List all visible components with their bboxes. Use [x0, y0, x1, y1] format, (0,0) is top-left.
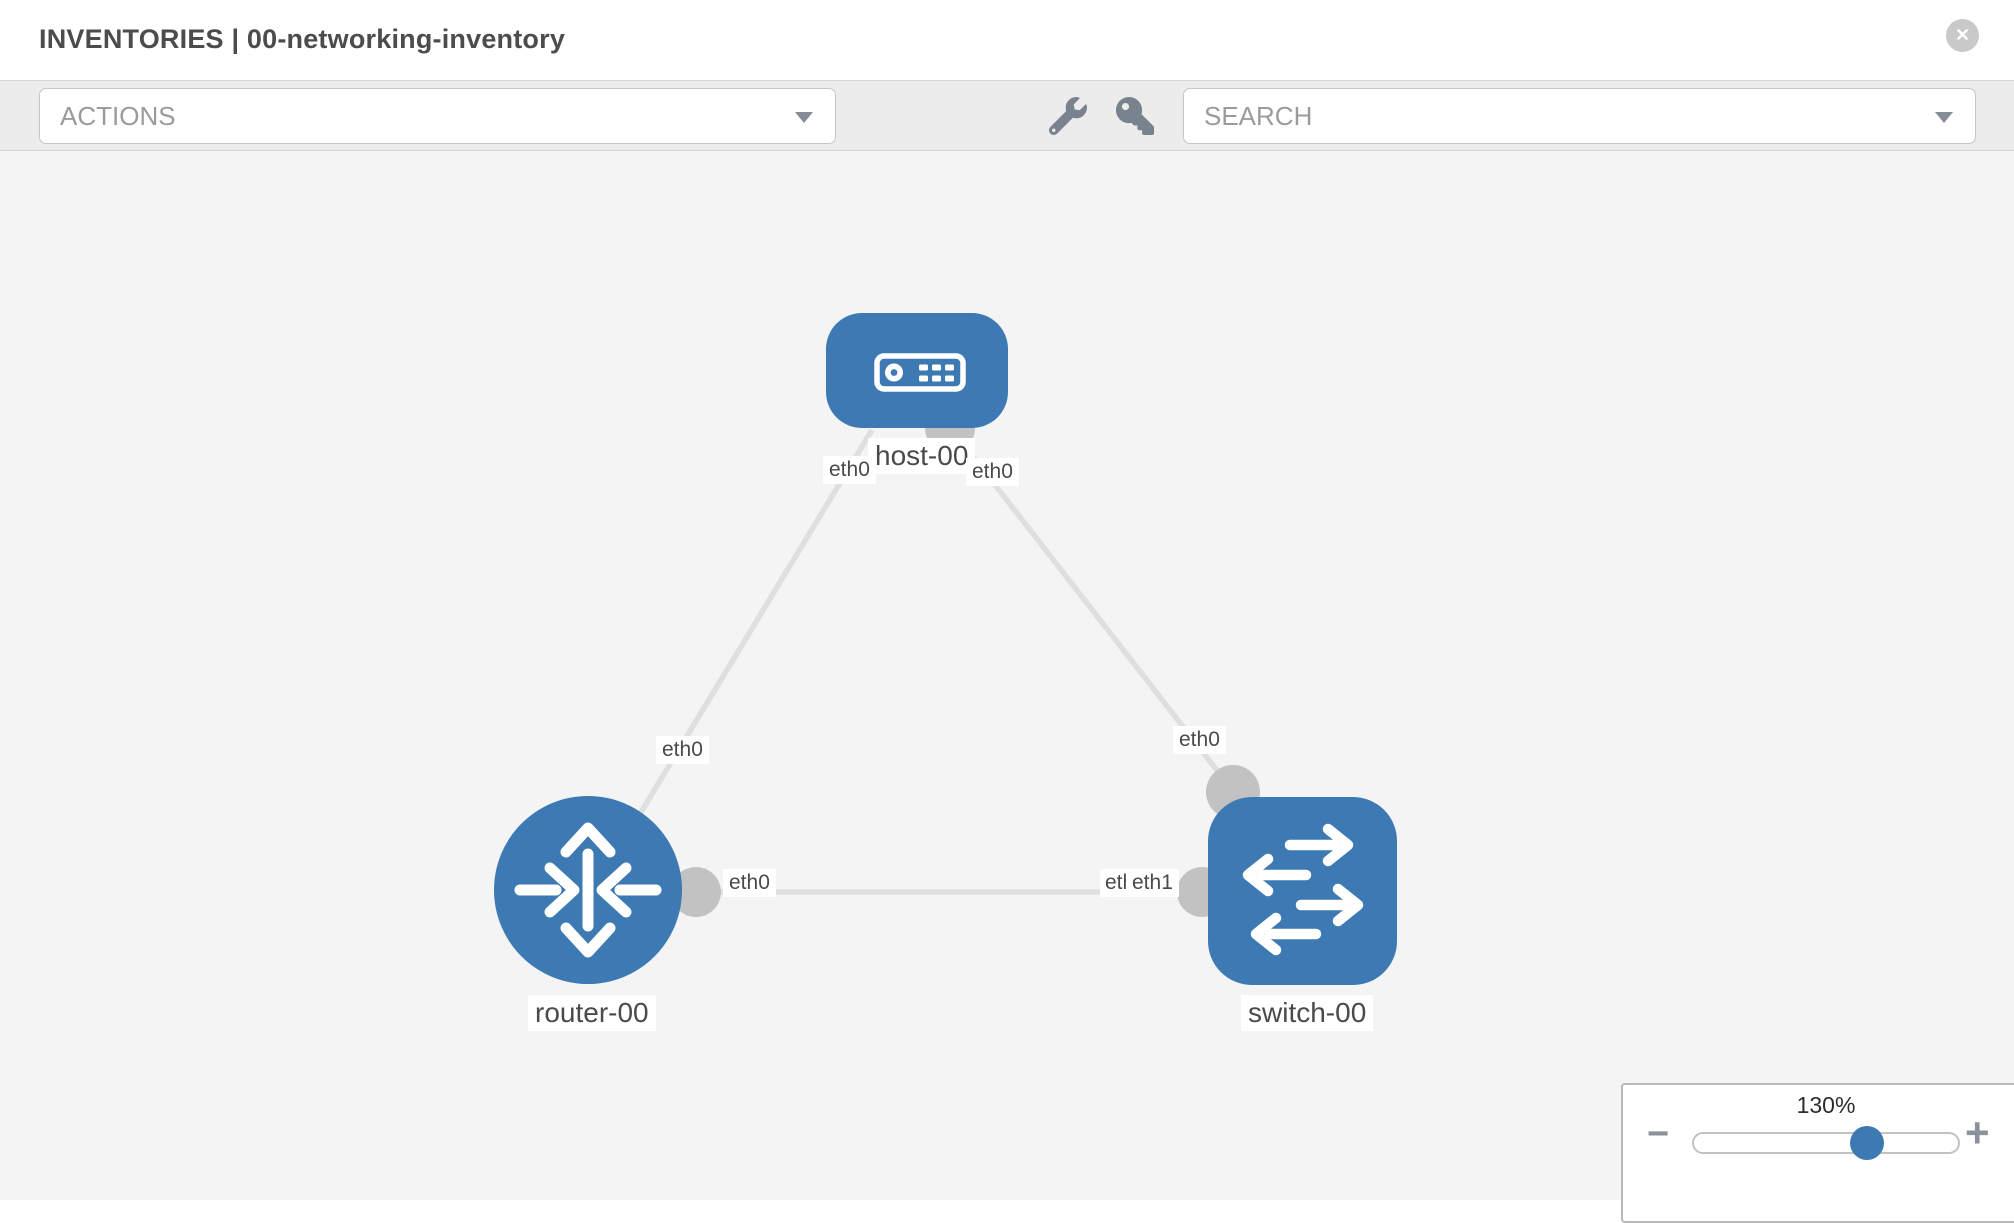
link-host-router — [597, 428, 875, 882]
interface-label-host-eth0-left: eth0 — [823, 456, 876, 484]
interface-label-router-link-eth0: eth0 — [656, 736, 709, 764]
switch-icon — [1242, 823, 1364, 956]
search-dropdown[interactable]: SEARCH — [1183, 88, 1976, 144]
zoom-out-button[interactable]: − — [1647, 1113, 1670, 1155]
interface-label-switch-link-eth0: eth0 — [1173, 726, 1226, 754]
zoom-value: 130% — [1796, 1092, 1856, 1118]
actions-dropdown[interactable]: ACTIONS — [39, 88, 836, 144]
header-bar: INVENTORIES | 00-networking-inventory ✕ — [0, 0, 2014, 80]
interface-label-switch-under: eth0 — [1100, 869, 1126, 897]
node-label-router: router-00 — [528, 995, 656, 1031]
port-router-eth0 — [671, 867, 721, 917]
close-button[interactable]: ✕ — [1946, 19, 1979, 52]
toolbar: ACTIONS SEARCH — [0, 80, 2014, 151]
node-host-00[interactable] — [826, 313, 1008, 428]
node-switch-00[interactable] — [1208, 797, 1397, 985]
node-label-switch: switch-00 — [1241, 995, 1374, 1031]
key-icon[interactable] — [1116, 97, 1154, 135]
router-icon — [514, 822, 662, 958]
zoom-slider-track[interactable] — [1692, 1132, 1960, 1154]
wrench-icon[interactable] — [1048, 97, 1087, 136]
actions-dropdown-label: ACTIONS — [60, 100, 176, 131]
interface-label-host-eth0-right: eth0 — [966, 458, 1019, 486]
topology-canvas[interactable] — [0, 151, 2014, 1200]
close-icon: ✕ — [1954, 25, 1971, 45]
search-placeholder: SEARCH — [1204, 100, 1313, 131]
zoom-panel: 130% − + — [1621, 1083, 2014, 1223]
interface-label-switch-eth1: eth1 — [1126, 869, 1179, 897]
zoom-in-button[interactable]: + — [1965, 1109, 1990, 1156]
zoom-slider-thumb[interactable] — [1850, 1126, 1884, 1160]
node-label-host: host-00 — [868, 438, 976, 474]
chevron-down-icon — [795, 112, 813, 123]
node-router-00[interactable] — [494, 796, 682, 984]
interface-label-router-eth0: eth0 — [723, 869, 776, 897]
page-title: INVENTORIES | 00-networking-inventory — [39, 24, 566, 54]
chevron-down-icon — [1935, 112, 1953, 123]
host-icon — [874, 353, 966, 392]
